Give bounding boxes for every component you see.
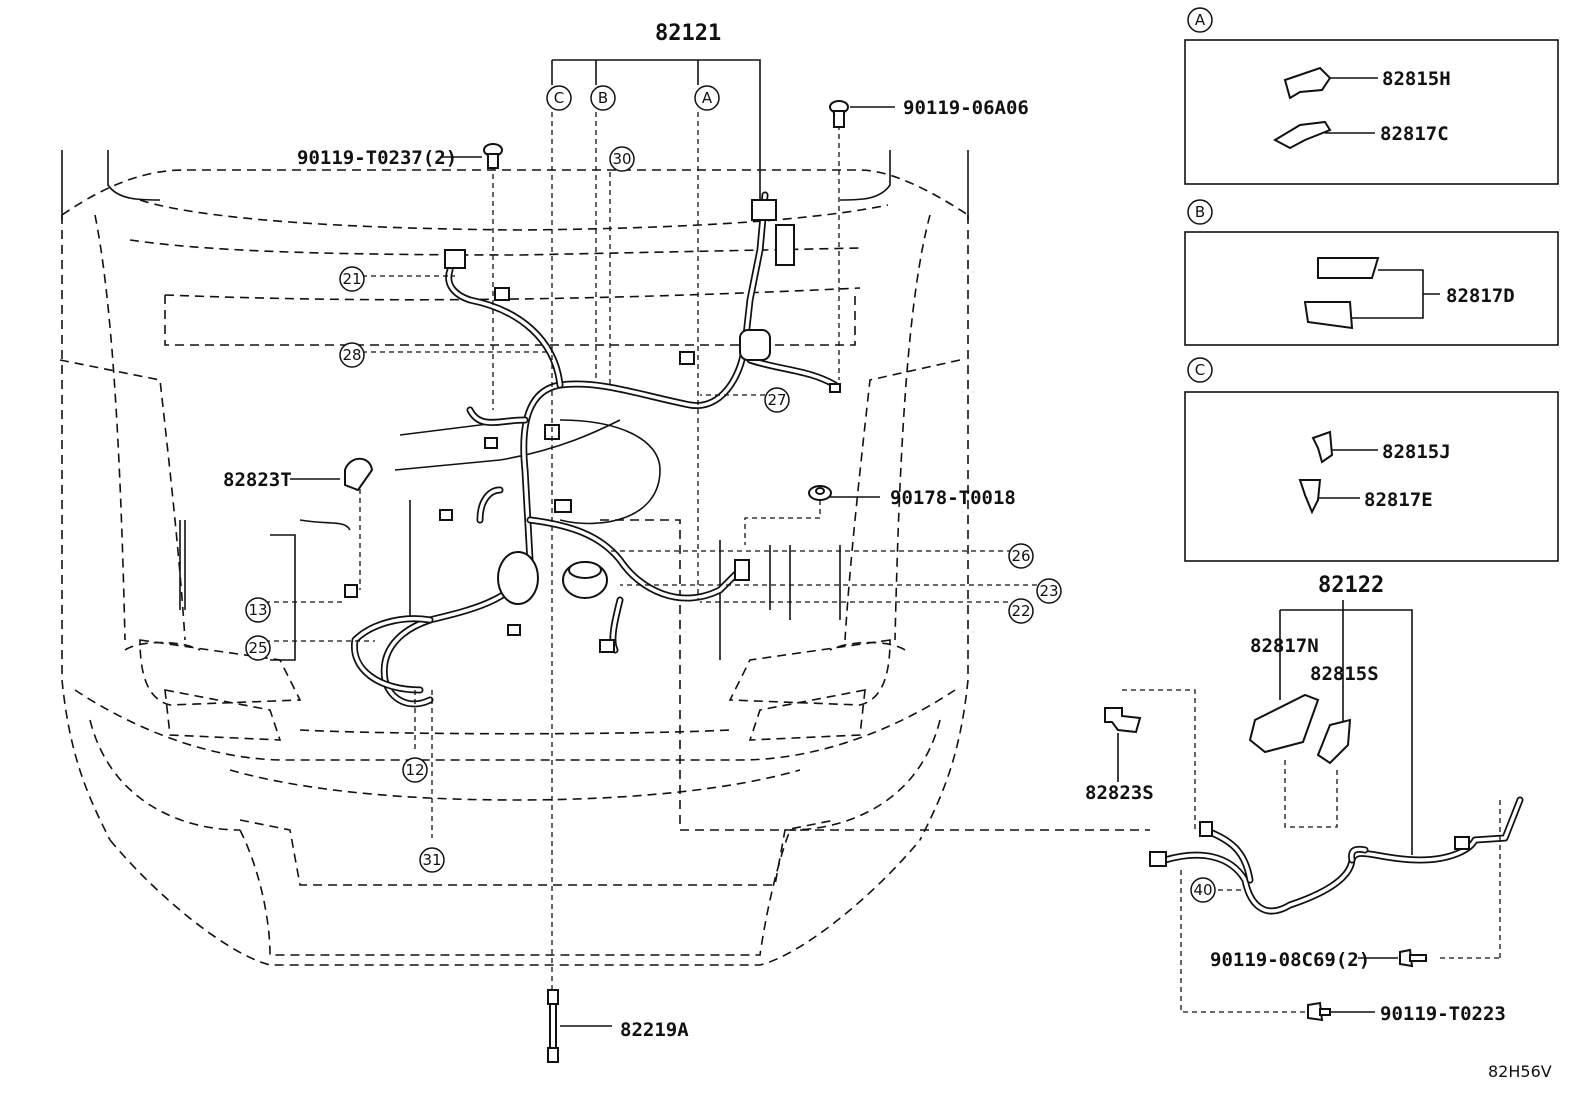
- engine-wire-harness: [344, 191, 841, 708]
- labels: 82121 C B A 90119-06A06 90119-T0237(2) 8…: [223, 7, 1552, 1081]
- vehicle-body-outline: [59, 150, 1150, 966]
- svg-text:28: 28: [342, 346, 361, 364]
- main-assembly-number: 82121: [655, 21, 721, 46]
- branch-letter-c: C: [546, 85, 572, 111]
- fuse-82219A-icon: [547, 989, 559, 1063]
- svg-text:12: 12: [405, 761, 424, 779]
- circle-ref-26: 26: [1008, 543, 1034, 569]
- circle-ref-22: 22: [1008, 598, 1034, 624]
- detail-box-a: [1184, 39, 1559, 185]
- svg-text:30: 30: [612, 150, 631, 168]
- cowl-wire-harness: [1104, 600, 1524, 1022]
- svg-text:21: 21: [342, 270, 361, 288]
- circle-ref-12: 12: [402, 757, 428, 783]
- detail-box-b: [1184, 231, 1559, 346]
- detail-letter-b: B: [1187, 199, 1213, 225]
- label-82122: 82122: [1318, 573, 1384, 598]
- circle-ref-28: 28: [339, 342, 365, 368]
- label-82815S: 82815S: [1310, 663, 1379, 685]
- circle-ref-13: 13: [245, 597, 271, 623]
- label-82815H: 82815H: [1382, 68, 1451, 90]
- label-82817N: 82817N: [1250, 635, 1319, 657]
- leader-lines-main: [265, 59, 1037, 1027]
- label-90178-T0018: 90178-T0018: [890, 487, 1016, 509]
- label-82817C: 82817C: [1380, 123, 1449, 145]
- label-90119-T0237: 90119-T0237(2): [297, 147, 457, 169]
- circle-ref-27: 27: [764, 387, 790, 413]
- svg-text:13: 13: [248, 601, 267, 619]
- circle-ref-25: 25: [245, 635, 271, 661]
- fastener-drawings: [344, 100, 849, 1063]
- label-90119-T0223: 90119-T0223: [1380, 1003, 1506, 1025]
- detail-letter-a: A: [1187, 7, 1213, 33]
- circle-ref-30: 30: [609, 146, 635, 172]
- svg-text:26: 26: [1011, 547, 1030, 565]
- svg-text:B: B: [1195, 203, 1205, 221]
- svg-text:40: 40: [1193, 881, 1212, 899]
- label-82823T: 82823T: [223, 469, 292, 491]
- circle-ref-21: 21: [339, 266, 365, 292]
- diagram-id: 82H56V: [1488, 1062, 1552, 1081]
- svg-text:22: 22: [1011, 602, 1030, 620]
- detail-letter-c: C: [1187, 357, 1213, 383]
- svg-text:25: 25: [248, 639, 267, 657]
- svg-text:C: C: [554, 89, 564, 107]
- label-82817D: 82817D: [1446, 285, 1515, 307]
- label-82219A: 82219A: [620, 1019, 689, 1041]
- bolt-90119-06A06-icon: [829, 100, 849, 128]
- svg-text:23: 23: [1039, 582, 1058, 600]
- circle-ref-23: 23: [1036, 578, 1062, 604]
- svg-text:C: C: [1195, 361, 1205, 379]
- svg-text:27: 27: [767, 391, 786, 409]
- branch-letter-a: A: [694, 85, 720, 111]
- svg-text:31: 31: [422, 851, 441, 869]
- circle-ref-31: 31: [419, 847, 445, 873]
- clip-82823T-icon: [344, 457, 374, 492]
- detail-box-c: [1184, 391, 1559, 562]
- svg-text:A: A: [702, 89, 713, 107]
- label-90119-08C69: 90119-08C69(2): [1210, 949, 1370, 971]
- label-82823S: 82823S: [1085, 782, 1154, 804]
- svg-text:B: B: [598, 89, 608, 107]
- bolt-90119-T0237-icon: [483, 143, 503, 169]
- svg-text:A: A: [1195, 11, 1206, 29]
- nut-90178-T0018-icon: [808, 485, 832, 501]
- circle-ref-40: 40: [1190, 877, 1216, 903]
- label-90119-06A06: 90119-06A06: [903, 97, 1029, 119]
- label-82817E: 82817E: [1364, 489, 1433, 511]
- label-82815J: 82815J: [1382, 441, 1451, 463]
- branch-letter-b: B: [590, 85, 616, 111]
